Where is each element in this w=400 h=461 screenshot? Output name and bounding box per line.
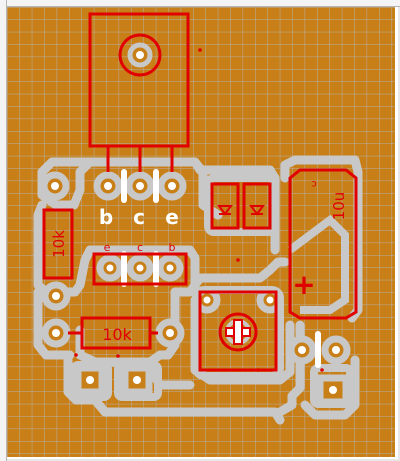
small-marks	[74, 48, 324, 372]
trimmer-wiper	[225, 319, 251, 345]
resistor-label-horizontal: 10k	[102, 325, 132, 344]
pad-holes	[51, 182, 340, 354]
diode-1-outline	[210, 182, 240, 230]
diode-2-outline	[242, 182, 272, 230]
mounting-hole	[127, 42, 153, 68]
capacitor-polarity-plus: +	[292, 268, 315, 301]
capacitor-outline	[288, 168, 358, 320]
pin-label-b: b	[99, 205, 113, 229]
round-pads	[40, 171, 351, 365]
jumper-wires	[121, 169, 321, 368]
small-pin-label-c: c	[137, 241, 143, 254]
square-pad-holes	[86, 376, 337, 394]
trimmer-outline	[198, 290, 278, 372]
component-outlines	[42, 12, 358, 372]
left-ruler	[0, 0, 7, 461]
resistor-label-vertical: 10k	[50, 230, 68, 258]
small-pin-label-b: b	[169, 241, 176, 254]
capacitor-c-label: c	[311, 178, 317, 189]
small-transistor-outline	[92, 252, 188, 286]
diode-symbols	[217, 205, 265, 216]
pin-label-e: e	[165, 205, 179, 229]
capacitor-value-label: 10u	[330, 192, 348, 221]
mounting-hole-outline	[118, 33, 162, 77]
small-pin-label-e: e	[104, 241, 111, 254]
top-ruler	[0, 0, 400, 7]
vertical-resistor-outline	[42, 208, 74, 280]
pcb-layout[interactable]: b c e e c b 10k 10k 10u + c	[7, 7, 395, 457]
pin-label-c: c	[133, 205, 145, 229]
